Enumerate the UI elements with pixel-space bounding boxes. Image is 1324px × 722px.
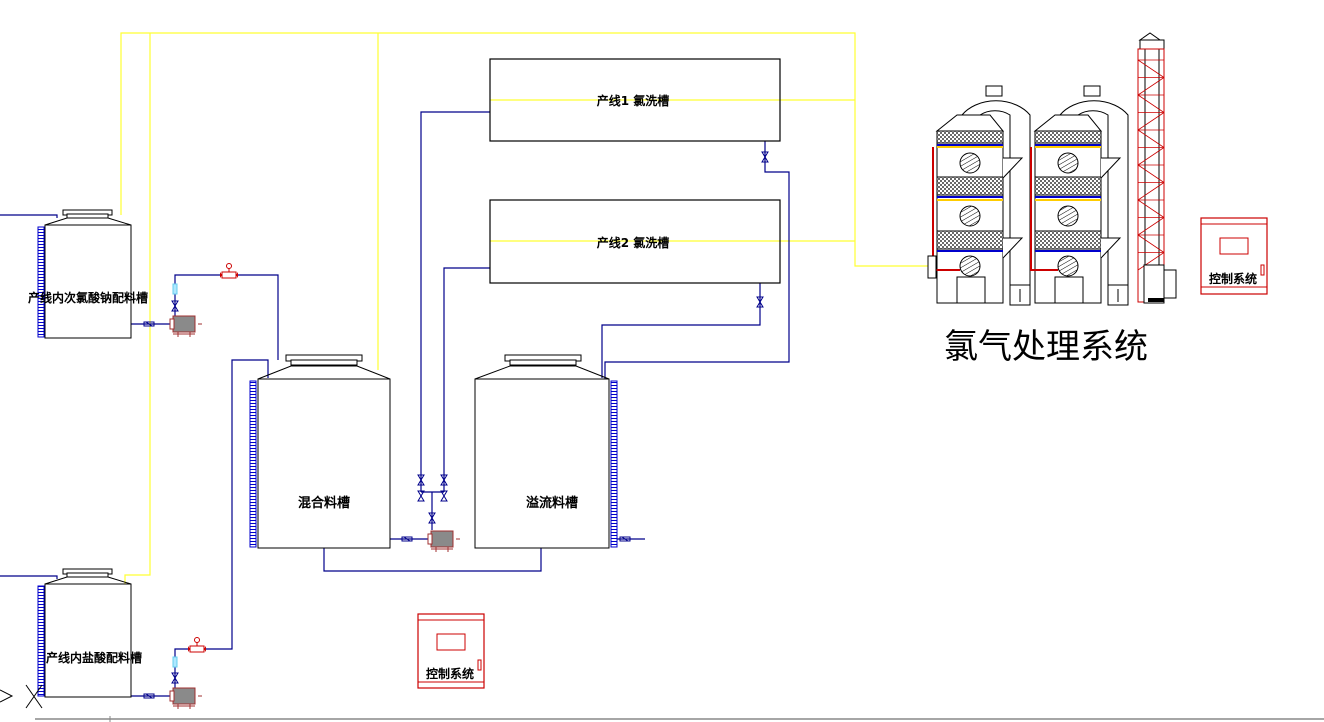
hypochlorite-tank-label: 产线内次氯酸钠配料槽: [28, 290, 148, 305]
truss-brace: [1137, 199, 1165, 218]
scrubber-tower-1: [927, 85, 1031, 306]
truss-brace: [1137, 129, 1165, 148]
ucs-icon: [0, 684, 43, 709]
truss-brace: [1137, 217, 1165, 236]
control-system-label: 控制系统: [426, 666, 474, 681]
exhaust-stack: [1137, 32, 1177, 304]
liquid-pipes: [0, 111, 790, 697]
truss-brace: [1137, 94, 1165, 113]
line2-wash-tank: 产线2 氯洗槽: [489, 199, 781, 308]
line1-wash-tank: 产线1 氯洗槽: [489, 58, 781, 163]
pump-icon: [169, 687, 203, 710]
hypochlorite-tank: 产线内次氯酸钠配料槽: [28, 209, 148, 339]
control-system-label: 控制系统: [1209, 271, 1257, 286]
hcl-tank: 产线内盐酸配料槽: [37, 568, 142, 698]
pump-icon: [169, 315, 203, 338]
hypochlorite-pump-assembly: [143, 263, 239, 338]
system-title: 氯气处理系统: [944, 327, 1148, 367]
mixing-tank: 混合料槽: [249, 354, 391, 549]
flowmeter-icon: [184, 637, 207, 653]
control-system-gas[interactable]: 控制系统: [1200, 217, 1268, 295]
mixing-tank-label: 混合料槽: [298, 495, 350, 511]
mixing-pump-assembly: [401, 474, 461, 553]
truss-brace: [1137, 77, 1165, 96]
truss-brace: [1137, 252, 1165, 271]
truss-brace: [1137, 112, 1165, 131]
hcl-pump-assembly: [143, 637, 207, 710]
truss-brace: [1137, 182, 1165, 201]
truss-brace: [1137, 59, 1165, 78]
truss-brace: [1137, 147, 1165, 166]
line2-wash-label: 产线2 氯洗槽: [597, 235, 670, 250]
truss-brace: [1137, 234, 1165, 253]
control-system-main[interactable]: 控制系统: [417, 613, 485, 689]
hcl-tank-label: 产线内盐酸配料槽: [46, 650, 142, 665]
scrubber-tower-2: [1030, 85, 1129, 306]
flowmeter-icon: [216, 263, 239, 279]
line1-wash-label: 产线1 氯洗槽: [597, 93, 670, 108]
truss-brace: [1137, 164, 1165, 183]
overflow-tank-label: 溢流料槽: [526, 495, 578, 511]
pump-icon: [427, 530, 461, 553]
overflow-tank: 溢流料槽: [474, 354, 631, 549]
